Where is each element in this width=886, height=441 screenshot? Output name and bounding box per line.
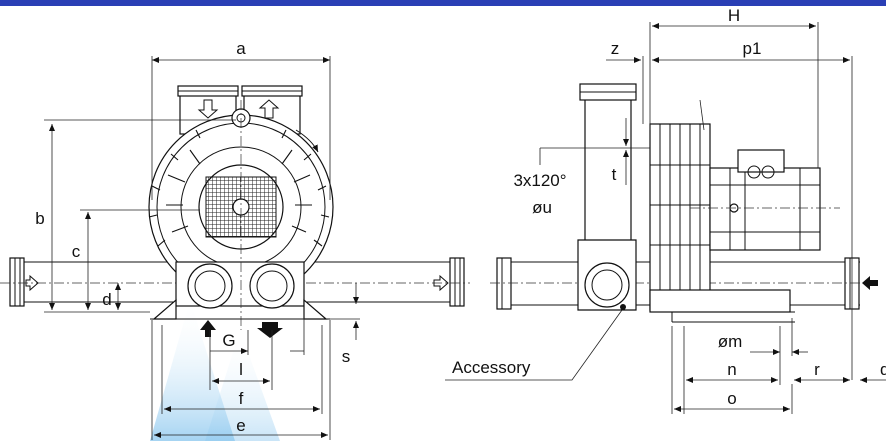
dim-u-label: øu: [532, 198, 552, 217]
flow-arrow-icon: [25, 274, 39, 292]
flow-arrow-icon: [200, 320, 216, 337]
dim-d-label: d: [102, 290, 111, 309]
rotation-arrow-icon: [295, 129, 319, 153]
flow-arrow-icon: [197, 99, 219, 119]
dim-p1-label: p1: [743, 39, 762, 58]
front-view: [0, 85, 470, 338]
dim-l-label: l: [239, 360, 243, 379]
dim-s-label: s: [342, 347, 351, 366]
dim-c-label: c: [72, 242, 81, 261]
accessory-callout: Accessory: [452, 358, 531, 377]
flow-arrow-icon: [258, 99, 280, 119]
flow-arrow-icon: [257, 322, 283, 338]
dim-G-label: G: [222, 331, 235, 350]
dim-r-label: r: [814, 360, 820, 379]
dim-m-label: øm: [718, 332, 743, 351]
side-view: [490, 83, 878, 323]
dim-q-label: q: [880, 360, 886, 379]
flow-arrow-icon: [862, 276, 878, 290]
dim-n-label: n: [727, 360, 736, 379]
dim-f-label: f: [239, 389, 244, 408]
dim-t-label: t: [612, 165, 617, 184]
top-accent-bar: [0, 0, 886, 6]
dim-z-label: z: [611, 39, 620, 58]
dim-a-label: a: [236, 39, 246, 58]
dim-o-label: o: [727, 389, 736, 408]
watermark-logo: [150, 300, 280, 441]
dim-angle-label: 3x120°: [513, 171, 566, 190]
flow-arrow-icon: [433, 274, 449, 292]
front-dimensions: [44, 56, 360, 440]
side-dimensions: [445, 22, 886, 414]
dim-e-label: e: [236, 416, 245, 435]
dim-b-label: b: [35, 209, 44, 228]
dim-H-label: H: [728, 6, 740, 25]
